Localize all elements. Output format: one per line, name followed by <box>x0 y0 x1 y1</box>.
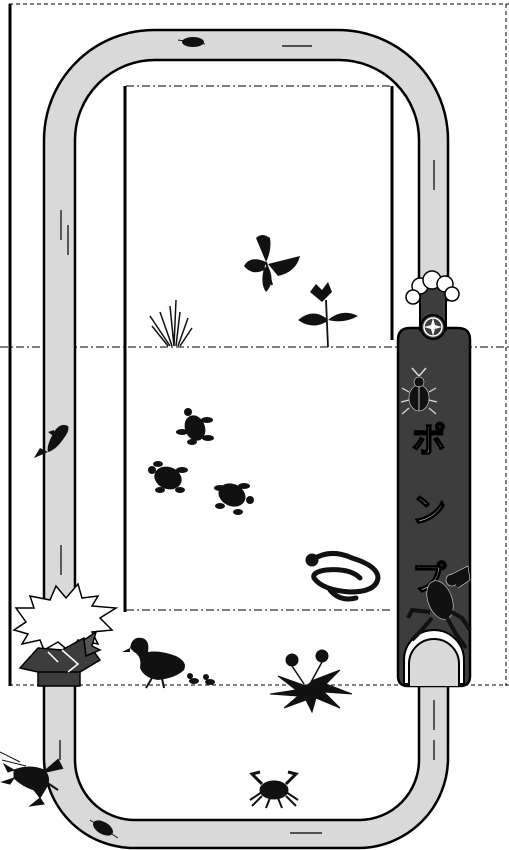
grass-icon <box>150 300 192 346</box>
dandelion-icon <box>270 650 352 712</box>
pump-label-char-2: ン <box>412 491 446 531</box>
pump-label-char-1: ポ <box>412 421 446 461</box>
turtle-icon <box>148 461 188 493</box>
turtle-icon <box>176 408 214 445</box>
pipe-flow-marks <box>60 46 434 833</box>
pump-label: ポ ン プ <box>412 421 446 599</box>
duck-icon <box>187 673 215 685</box>
pump <box>398 279 470 686</box>
pond-rectangle <box>125 86 392 612</box>
butterfly-icon <box>244 235 300 292</box>
duck-icon <box>122 638 185 688</box>
flower-icon <box>298 282 358 347</box>
snake-icon <box>308 553 378 599</box>
pipe-upper <box>44 30 448 615</box>
crab-icon <box>250 772 298 808</box>
turtle-icon <box>214 479 254 515</box>
